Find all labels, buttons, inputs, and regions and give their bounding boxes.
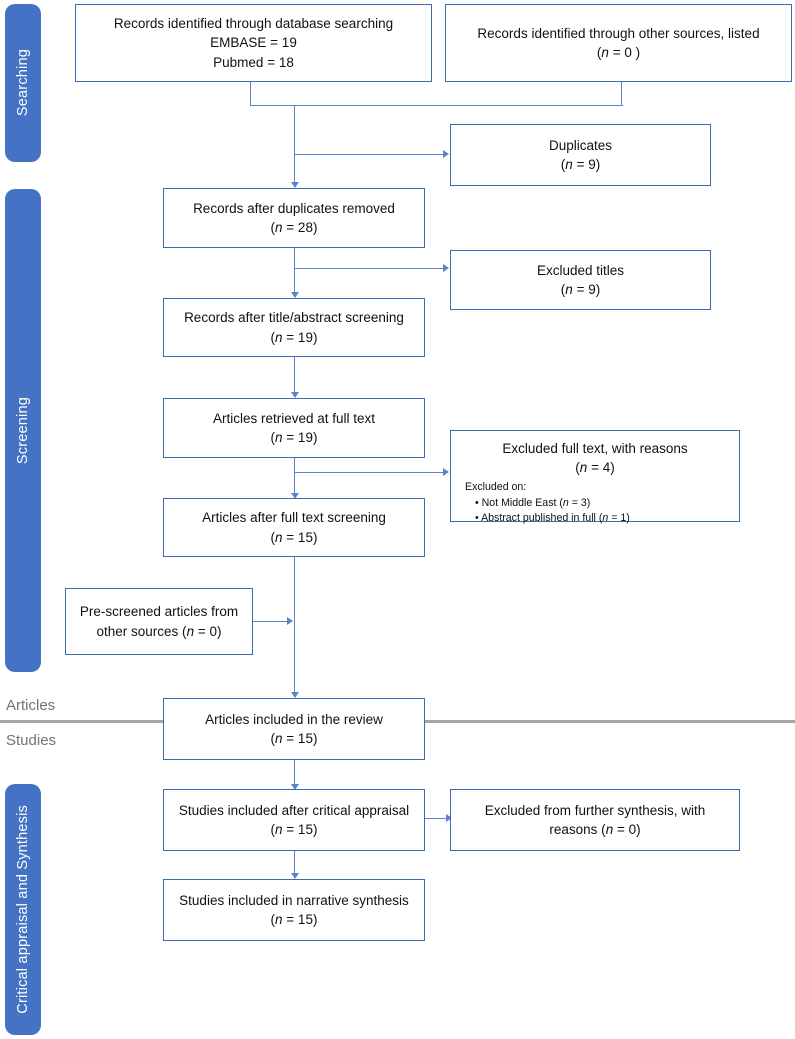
box-critical-appraisal-line1: Studies included after critical appraisa… bbox=[178, 802, 410, 818]
connector-after-title-abstract-down bbox=[294, 357, 296, 394]
arrow-into-excluded-titles bbox=[443, 264, 449, 272]
box-narrative-synthesis-count: (n = 15) bbox=[270, 912, 318, 927]
connector-after-full-text-down bbox=[294, 557, 296, 694]
box-articles-after-full-text-screening: Articles after full text screening (n = … bbox=[163, 498, 425, 557]
stage-pill-critical-appraisal-and-synthesis: Critical appraisal and Synthesis bbox=[5, 784, 41, 1035]
box-excluded-full-text-count: (n = 4) bbox=[575, 460, 615, 476]
box-excluded-full-text-with-reasons: Excluded full text, with reasons (n = 4)… bbox=[450, 430, 740, 524]
box-records-after-duplicates-removed: Records after duplicates removed (n = 28… bbox=[163, 188, 425, 248]
box-full-text-retrieved-count: (n = 19) bbox=[270, 430, 318, 445]
arrow-into-included-review bbox=[290, 692, 299, 698]
connector-to-excluded-titles bbox=[294, 268, 444, 270]
divider-label-articles: Articles bbox=[6, 697, 56, 714]
excluded-reasons-header: Excluded on: bbox=[465, 481, 527, 494]
box-included-review-line1: Articles included in the review bbox=[205, 711, 383, 727]
divider-label-studies: Studies bbox=[6, 732, 57, 749]
box-after-duplicates-count: (n = 28) bbox=[270, 220, 318, 235]
box-records-after-title-abstract-screening: Records after title/abstract screening (… bbox=[163, 298, 425, 357]
arrow-into-excluded-synthesis bbox=[446, 814, 452, 822]
box-full-text-retrieved-line1: Articles retrieved at full text bbox=[212, 410, 376, 426]
stage-label-critical-appraisal-and-synthesis: Critical appraisal and Synthesis bbox=[14, 805, 31, 1014]
arrow-into-critical-appraisal bbox=[290, 784, 299, 790]
connector-database-search-stub bbox=[250, 82, 252, 106]
box-excluded-synthesis-line2: reasons (n = 0) bbox=[549, 822, 641, 837]
box-studies-included-in-narrative-synthesis: Studies included in narrative synthesis … bbox=[163, 879, 425, 941]
box-excluded-titles-count: (n = 9) bbox=[560, 282, 601, 297]
excluded-reason-1: • Not Middle East (n = 3) bbox=[475, 496, 591, 509]
box-pre-screened-articles-other-sources: Pre-screened articles from other sources… bbox=[65, 588, 253, 655]
connector-merge-bar bbox=[250, 105, 623, 107]
box-after-full-text-count: (n = 15) bbox=[270, 529, 318, 545]
box-excluded-from-further-synthesis: Excluded from further synthesis, with re… bbox=[450, 789, 740, 851]
connector-critical-appraisal-down bbox=[294, 851, 296, 874]
connector-included-review-down bbox=[294, 760, 296, 785]
box-included-review-count: (n = 15) bbox=[270, 731, 318, 746]
arrow-into-narrative-synthesis bbox=[290, 873, 299, 879]
connector-pre-screened-to-trunk bbox=[253, 621, 287, 623]
stage-label-searching: Searching bbox=[14, 49, 31, 117]
stage-pill-screening: Screening bbox=[5, 189, 41, 672]
box-excluded-full-text-line1: Excluded full text, with reasons bbox=[502, 441, 688, 456]
box-records-other-sources: Records identified through other sources… bbox=[445, 4, 792, 82]
connector-after-duplicates-down bbox=[294, 248, 296, 293]
box-after-title-abstract-count: (n = 19) bbox=[270, 329, 318, 345]
box-studies-included-after-critical-appraisal: Studies included after critical appraisa… bbox=[163, 789, 425, 851]
stage-pill-searching: Searching bbox=[5, 4, 41, 162]
arrow-into-full-text-retrieved bbox=[290, 392, 299, 398]
connector-to-duplicates bbox=[294, 154, 444, 156]
connector-to-excluded-full-text bbox=[294, 472, 444, 474]
box-excluded-full-text-reasons: Excluded on: • Not Middle East (n = 3) •… bbox=[459, 480, 731, 526]
box-database-search-line3: Pubmed = 18 bbox=[213, 54, 294, 70]
arrow-into-excluded-full-text bbox=[443, 468, 449, 476]
stage-label-screening: Screening bbox=[14, 396, 31, 465]
box-excluded-titles-line1: Excluded titles bbox=[536, 262, 625, 278]
box-duplicates-line1: Duplicates bbox=[548, 137, 613, 153]
arrow-into-after-title-abstract bbox=[290, 292, 299, 298]
box-after-duplicates-line1: Records after duplicates removed bbox=[193, 200, 395, 216]
box-pre-screened-line1: Pre-screened articles from bbox=[79, 604, 239, 620]
box-other-sources-count: (n = 0 ) bbox=[596, 45, 641, 60]
connector-full-text-retrieved-down bbox=[294, 458, 296, 495]
box-articles-retrieved-full-text: Articles retrieved at full text (n = 19) bbox=[163, 398, 425, 458]
box-database-search-line1: Records identified through database sear… bbox=[113, 16, 394, 32]
box-database-search-line2: EMBASE = 19 bbox=[210, 35, 297, 51]
excluded-reason-2: • Abstract published in full (n = 1) bbox=[475, 512, 630, 525]
box-duplicates: Duplicates (n = 9) bbox=[450, 124, 711, 186]
box-excluded-synthesis-line1: Excluded from further synthesis, with bbox=[484, 802, 706, 818]
connector-other-sources-stub bbox=[621, 82, 623, 106]
box-pre-screened-line2: other sources (n = 0) bbox=[96, 623, 222, 639]
box-excluded-titles: Excluded titles (n = 9) bbox=[450, 250, 711, 310]
arrow-pre-screened-into-trunk bbox=[287, 617, 293, 625]
connector-merge-trunk bbox=[294, 105, 296, 183]
box-duplicates-count: (n = 9) bbox=[560, 157, 601, 172]
connector-to-excluded-synthesis bbox=[425, 818, 447, 820]
box-narrative-synthesis-line1: Studies included in narrative synthesis bbox=[179, 892, 409, 908]
arrow-into-after-duplicates bbox=[290, 182, 299, 188]
arrow-into-duplicates bbox=[443, 150, 449, 158]
box-after-full-text-line1: Articles after full text screening bbox=[202, 510, 386, 526]
box-after-title-abstract-line1: Records after title/abstract screening bbox=[184, 310, 404, 326]
arrow-into-after-full-text bbox=[290, 493, 299, 499]
box-records-database-searching: Records identified through database sear… bbox=[75, 4, 432, 82]
box-critical-appraisal-count: (n = 15) bbox=[270, 822, 318, 837]
box-articles-included-in-review: Articles included in the review (n = 15) bbox=[163, 698, 425, 760]
box-other-sources-line1: Records identified through other sources… bbox=[477, 25, 760, 41]
